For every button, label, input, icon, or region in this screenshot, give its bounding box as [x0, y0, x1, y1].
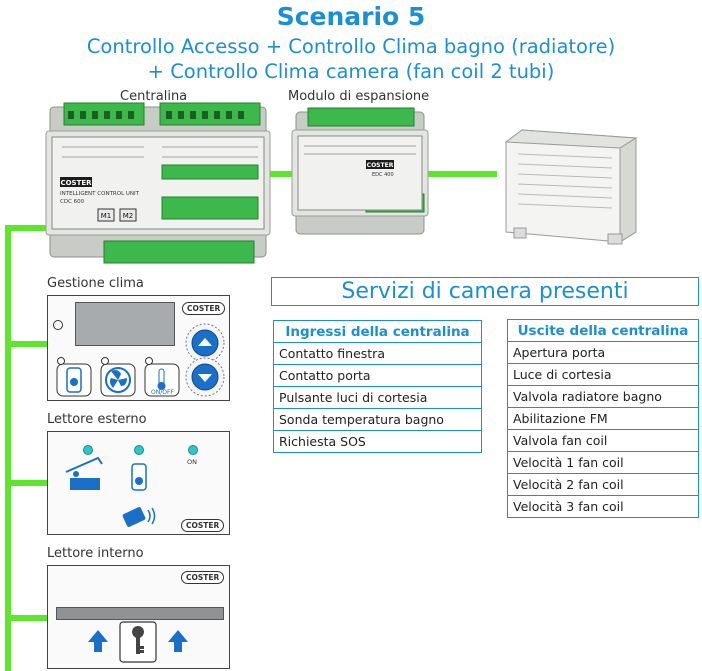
uscita-item: Velocità 1 fan coil: [507, 451, 699, 474]
led-dnd: [134, 445, 144, 455]
uscita-item: Velocità 3 fan coil: [507, 495, 699, 518]
centralina-model: CDC 600: [60, 199, 85, 205]
servizi-title: Servizi di camera presenti: [271, 277, 699, 306]
keycard-icon: [122, 507, 156, 527]
table-row: Sonda temperatura bagno: [273, 408, 482, 431]
thermometer-icon: [157, 368, 166, 390]
room-bed-icon: [65, 456, 103, 490]
gestione-clima-label: Gestione clima: [47, 276, 144, 291]
card-insert-arrow-left-icon: [88, 630, 108, 652]
centralina-device: COSTER INTELLIGENT CONTROL UNIT CDC 600 …: [45, 102, 271, 264]
temperature-buttons: [185, 323, 225, 397]
down-arrow-icon: [198, 374, 212, 382]
lettore-esterno-label: Lettore esterno: [47, 412, 147, 427]
bus-vertical-line: [5, 225, 51, 671]
uscita-item: Valvola radiatore bagno: [507, 385, 699, 408]
table-row: Contatto finestra: [273, 342, 482, 365]
lettore-esterno-panel: ON COSTER: [47, 431, 230, 535]
lettore-interno-label: Lettore interno: [47, 546, 144, 561]
subtitle-line-1: Controllo Accesso + Controllo Clima bagn…: [86, 35, 616, 58]
button-m2: M2: [123, 212, 134, 220]
gestione-clima-panel: COSTER ON/OFF: [47, 295, 230, 401]
lettore-interno-panel: COSTER: [47, 565, 230, 669]
gestione-brand-badge: COSTER: [182, 302, 226, 315]
table-row: Velocità 2 fan coil: [507, 473, 699, 496]
table-row: Valvola fan coil: [507, 429, 699, 452]
key-icon: [132, 626, 144, 654]
centralina-label: Centralina: [120, 89, 188, 104]
modulo-brand-logo: COSTER: [367, 162, 394, 169]
up-arrow-icon: [198, 338, 212, 346]
button-m1: M1: [101, 212, 112, 220]
modulo-label: Modulo di espansione: [288, 89, 430, 104]
uscita-item: Apertura porta: [507, 341, 699, 364]
led-on: [188, 445, 198, 455]
ingresso-item: Contatto finestra: [273, 342, 482, 365]
uscite-header: Uscite della centralina: [507, 319, 699, 342]
table-row: Contatto porta: [273, 364, 482, 387]
table-row: Richiesta SOS: [273, 430, 482, 453]
centralina-name: INTELLIGENT CONTROL UNIT: [60, 191, 140, 197]
uscita-item: Velocità 2 fan coil: [507, 473, 699, 496]
uscita-item: Abilitazione FM: [507, 407, 699, 430]
table-row: Luce di cortesia: [507, 363, 699, 386]
table-row: Valvola radiatore bagno: [507, 385, 699, 408]
status-led: [53, 320, 63, 330]
card-slot: [56, 607, 224, 620]
door-hanger-icon: [131, 463, 147, 491]
centralina-brand-logo: COSTER: [60, 179, 92, 187]
ingressi-table: Ingressi della centralina Contatto fines…: [273, 320, 482, 453]
subtitle-line-2: + Controllo Clima camera (fan coil 2 tub…: [147, 60, 555, 83]
fan-coil-unit: [504, 129, 638, 245]
ingressi-header: Ingressi della centralina: [273, 320, 482, 343]
on-off-label: ON/OFF: [151, 389, 174, 396]
ingresso-item: Pulsante luci di cortesia: [273, 386, 482, 409]
scenario-title: Scenario 5: [276, 2, 426, 31]
table-row: Velocità 3 fan coil: [507, 495, 699, 518]
uscite-table: Uscite della centralina Apertura porta L…: [507, 319, 699, 518]
fan-icon: [105, 367, 131, 393]
card-insert-arrow-right-icon: [168, 630, 188, 652]
table-row: Apertura porta: [507, 341, 699, 364]
table-row: Pulsante luci di cortesia: [273, 386, 482, 409]
on-label: ON: [187, 458, 197, 466]
modulo-model: EDC 400: [372, 172, 394, 178]
esterno-brand-badge: COSTER: [181, 519, 225, 532]
ingresso-item: Richiesta SOS: [273, 430, 482, 453]
do-not-disturb-icon: [66, 367, 82, 393]
display-screen: [75, 302, 175, 346]
interno-brand-badge: COSTER: [181, 571, 225, 584]
led-room: [83, 445, 93, 455]
modulo-espansione-device: COSTER EDC 400: [291, 107, 429, 235]
uscita-item: Valvola fan coil: [507, 429, 699, 452]
table-row: Velocità 1 fan coil: [507, 451, 699, 474]
ingresso-item: Contatto porta: [273, 364, 482, 387]
table-row: Abilitazione FM: [507, 407, 699, 430]
ingresso-item: Sonda temperatura bagno: [273, 408, 482, 431]
function-buttons: [56, 357, 180, 397]
uscita-item: Luce di cortesia: [507, 363, 699, 386]
